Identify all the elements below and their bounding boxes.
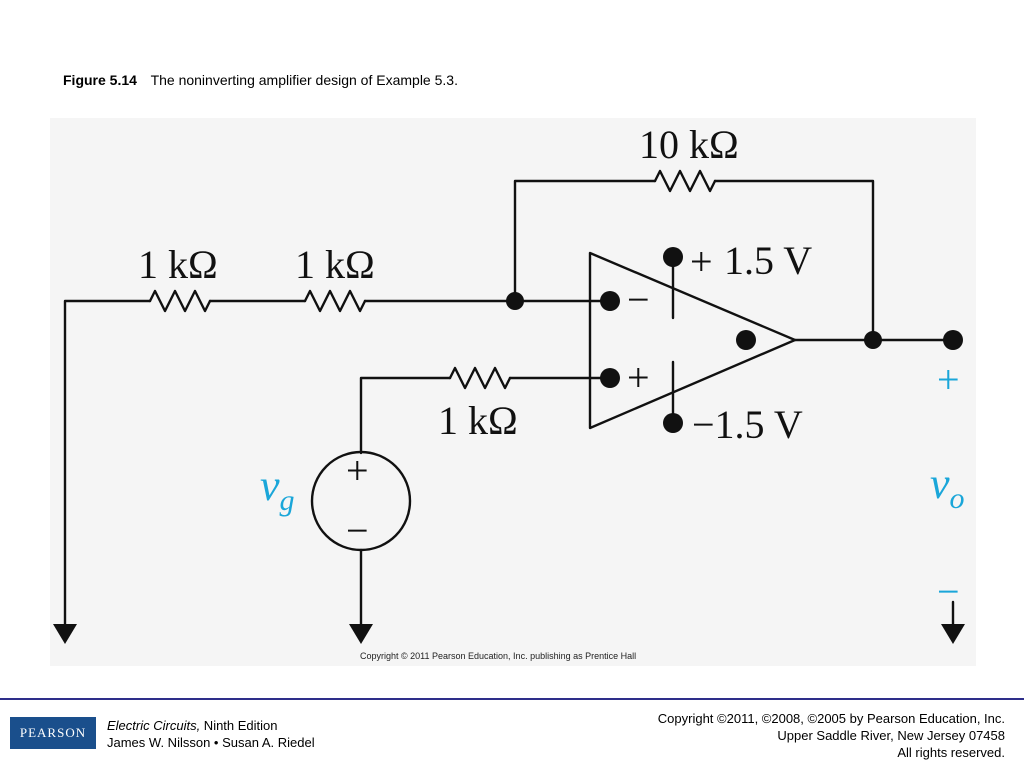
copyright-line-2: Upper Saddle River, New Jersey 07458 xyxy=(777,728,1005,743)
label-negative-supply: −1.5 V xyxy=(692,402,803,447)
circuit-diagram: 10 kΩ 1 kΩ 1 kΩ 1 kΩ + 1.5 V −1.5 V − + … xyxy=(53,122,965,644)
ground-symbol-source xyxy=(349,624,373,644)
label-noninverting-resistor: 1 kΩ xyxy=(438,398,518,443)
book-info: Electric Circuits, Ninth Edition James W… xyxy=(107,717,315,751)
label-input-resistor-2: 1 kΩ xyxy=(295,242,375,287)
ground-symbol-left xyxy=(53,624,77,644)
label-output-voltage: vo xyxy=(930,459,965,515)
label-source-voltage: vg xyxy=(260,461,295,517)
resistor-feedback xyxy=(653,169,717,193)
output-voltage-symbol: v xyxy=(930,459,950,508)
footer-divider xyxy=(0,698,1024,700)
terminal-positive-supply xyxy=(663,247,683,267)
node-inverting-junction xyxy=(506,292,524,310)
terminal-negative-supply xyxy=(663,413,683,433)
pearson-logo: PEARSON xyxy=(10,717,96,749)
opamp-body xyxy=(588,251,797,430)
label-positive-supply-sign: + xyxy=(690,239,713,284)
circuit-figure: 10 kΩ 1 kΩ 1 kΩ 1 kΩ + 1.5 V −1.5 V − + … xyxy=(50,118,976,666)
book-title-line: Electric Circuits, Ninth Edition xyxy=(107,717,315,734)
label-noninverting-sign: + xyxy=(627,355,650,400)
node-output-junction xyxy=(864,331,882,349)
label-source-minus: − xyxy=(346,508,369,553)
source-voltage-subscript: g xyxy=(280,484,295,517)
book-edition: Ninth Edition xyxy=(200,718,278,733)
resistor-noninverting xyxy=(448,366,512,390)
feedback-wire-right xyxy=(713,179,875,343)
feedback-wire-left xyxy=(513,179,657,303)
label-output-plus: + xyxy=(937,357,960,402)
label-source-plus: + xyxy=(346,448,369,493)
figure-label: Figure 5.14 xyxy=(63,72,137,88)
label-positive-supply: 1.5 V xyxy=(724,238,812,283)
figure-copyright: Copyright © 2011 Pearson Education, Inc.… xyxy=(360,651,637,661)
resistor-input-1 xyxy=(148,289,212,313)
label-feedback-resistor: 10 kΩ xyxy=(639,122,739,167)
source-top-wire xyxy=(359,376,452,455)
resistor-input-2 xyxy=(303,289,367,313)
output-voltage-subscript: o xyxy=(950,482,965,515)
terminal-output xyxy=(943,330,963,350)
figure-caption: Figure 5.14 The noninverting amplifier d… xyxy=(63,72,458,88)
book-authors: James W. Nilsson • Susan A. Riedel xyxy=(107,735,315,750)
book-title: Electric Circuits, xyxy=(107,718,201,733)
ground-symbol-output xyxy=(941,624,965,644)
source-voltage-symbol: v xyxy=(260,461,280,510)
publisher-info: Copyright ©2011, ©2008, ©2005 by Pearson… xyxy=(658,710,1005,761)
left-ground-wire xyxy=(63,299,152,628)
figure-caption-text: The noninverting amplifier design of Exa… xyxy=(150,72,458,88)
label-input-resistor-1: 1 kΩ xyxy=(138,242,218,287)
terminal-noninverting-input xyxy=(600,368,620,388)
copyright-line-3: All rights reserved. xyxy=(897,745,1005,760)
terminal-opamp-output xyxy=(736,330,756,350)
terminal-inverting-input xyxy=(600,291,620,311)
copyright-line-1: Copyright ©2011, ©2008, ©2005 by Pearson… xyxy=(657,711,1005,726)
label-inverting-sign: − xyxy=(627,277,650,322)
label-output-minus: − xyxy=(937,569,960,614)
